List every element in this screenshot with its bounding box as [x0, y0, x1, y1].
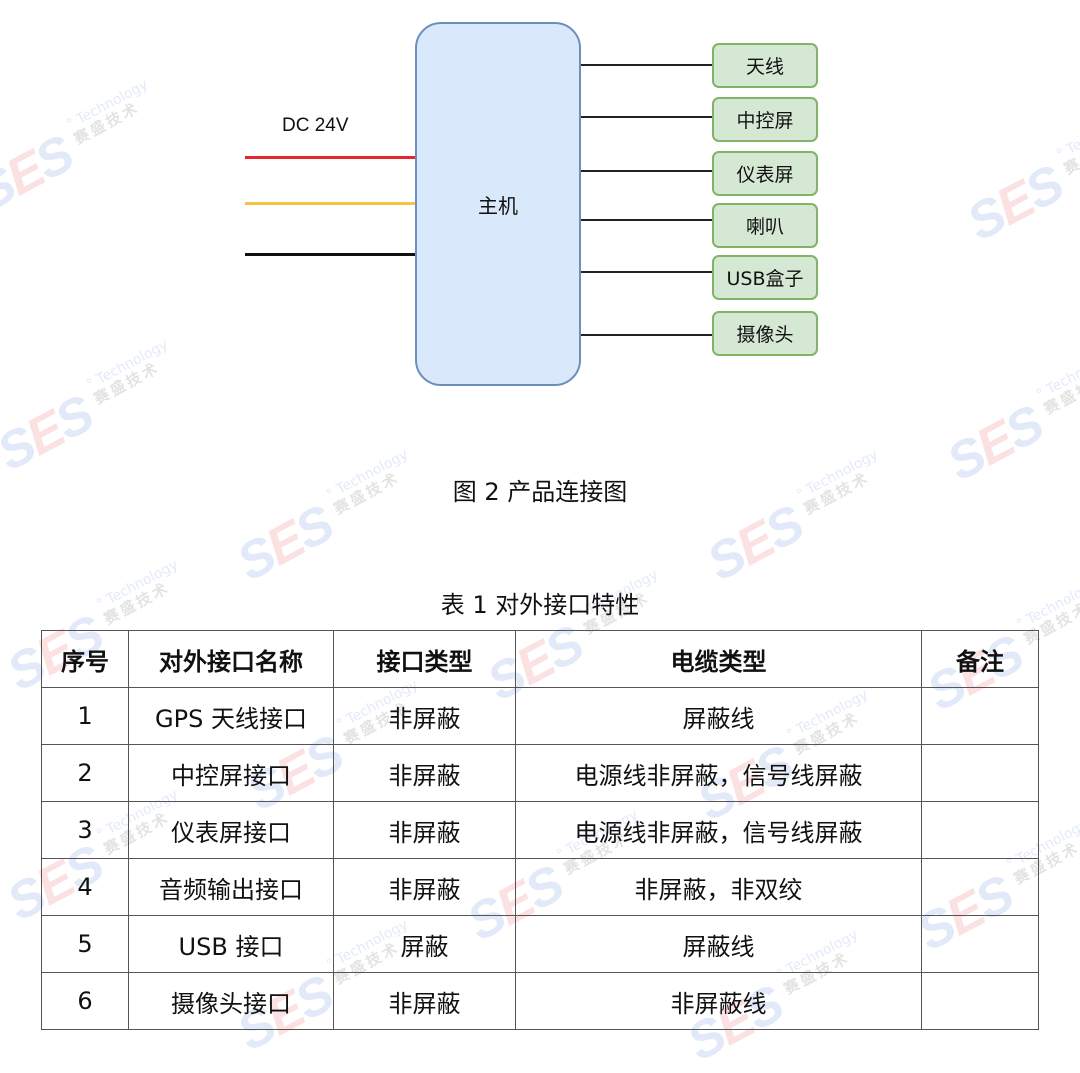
cell-index: 3 [41, 801, 129, 859]
cell-index: 5 [41, 915, 129, 973]
host-unit-label: 主机 [478, 194, 518, 218]
cell-index: 2 [41, 744, 129, 802]
connector-line [581, 271, 712, 273]
cell-interface-type: 非屏蔽 [333, 858, 516, 916]
peripheral-instrument-screen: 仪表屏 [712, 151, 818, 196]
table-row: 2 中控屏接口 非屏蔽 电源线非屏蔽，信号线屏蔽 [41, 744, 1039, 802]
cell-index: 4 [41, 858, 129, 916]
cell-interface-type: 非屏蔽 [333, 972, 516, 1030]
cell-interface-type: 屏蔽 [333, 915, 516, 973]
cell-remarks [921, 915, 1039, 973]
table-row: 1 GPS 天线接口 非屏蔽 屏蔽线 [41, 687, 1039, 745]
cell-cable-type: 非屏蔽线 [515, 972, 922, 1030]
table-row: 5 USB 接口 屏蔽 屏蔽线 [41, 915, 1039, 973]
header-cable-type: 电缆类型 [515, 630, 922, 688]
cell-cable-type: 屏蔽线 [515, 687, 922, 745]
connector-line [581, 170, 712, 172]
cell-interface-type: 非屏蔽 [333, 801, 516, 859]
cell-remarks [921, 858, 1039, 916]
peripheral-speaker: 喇叭 [712, 203, 818, 248]
table-caption: 表 1 对外接口特性 [440, 591, 640, 619]
cell-remarks [921, 801, 1039, 859]
cell-interface-name: 摄像头接口 [128, 972, 334, 1030]
power-wire-red [245, 156, 416, 159]
connector-line [581, 116, 712, 118]
connector-line [581, 219, 712, 221]
cell-interface-name: 中控屏接口 [128, 744, 334, 802]
cell-remarks [921, 687, 1039, 745]
cell-index: 1 [41, 687, 129, 745]
cell-index: 6 [41, 972, 129, 1030]
cell-remarks [921, 972, 1039, 1030]
host-unit-box [415, 22, 581, 386]
cell-cable-type: 电源线非屏蔽，信号线屏蔽 [515, 744, 922, 802]
connector-line [581, 334, 712, 336]
peripheral-center-screen: 中控屏 [712, 97, 818, 142]
peripheral-camera: 摄像头 [712, 311, 818, 356]
table-row: 3 仪表屏接口 非屏蔽 电源线非屏蔽，信号线屏蔽 [41, 801, 1039, 859]
cell-cable-type: 屏蔽线 [515, 915, 922, 973]
connector-line [581, 64, 712, 66]
cell-interface-type: 非屏蔽 [333, 687, 516, 745]
cell-interface-name: 仪表屏接口 [128, 801, 334, 859]
table-header-row: 序号 对外接口名称 接口类型 电缆类型 备注 [41, 630, 1039, 688]
table-row: 6 摄像头接口 非屏蔽 非屏蔽线 [41, 972, 1039, 1030]
cell-remarks [921, 744, 1039, 802]
header-index: 序号 [41, 630, 129, 688]
header-remarks: 备注 [921, 630, 1039, 688]
table-row: 4 音频输出接口 非屏蔽 非屏蔽，非双绞 [41, 858, 1039, 916]
power-wire-yellow [245, 202, 416, 205]
power-wire-black [245, 253, 416, 256]
cell-interface-type: 非屏蔽 [333, 744, 516, 802]
cell-cable-type: 电源线非屏蔽，信号线屏蔽 [515, 801, 922, 859]
cell-interface-name: 音频输出接口 [128, 858, 334, 916]
header-interface-name: 对外接口名称 [128, 630, 334, 688]
interface-spec-table: 序号 对外接口名称 接口类型 电缆类型 备注 1 GPS 天线接口 非屏蔽 屏蔽… [41, 630, 1039, 1030]
peripheral-antenna: 天线 [712, 43, 818, 88]
figure-caption: 图 2 产品连接图 [452, 478, 628, 506]
cell-interface-name: GPS 天线接口 [128, 687, 334, 745]
power-label: DC 24V [282, 115, 349, 136]
cell-cable-type: 非屏蔽，非双绞 [515, 858, 922, 916]
peripheral-usb-box: USB盒子 [712, 255, 818, 300]
cell-interface-name: USB 接口 [128, 915, 334, 973]
header-interface-type: 接口类型 [333, 630, 516, 688]
